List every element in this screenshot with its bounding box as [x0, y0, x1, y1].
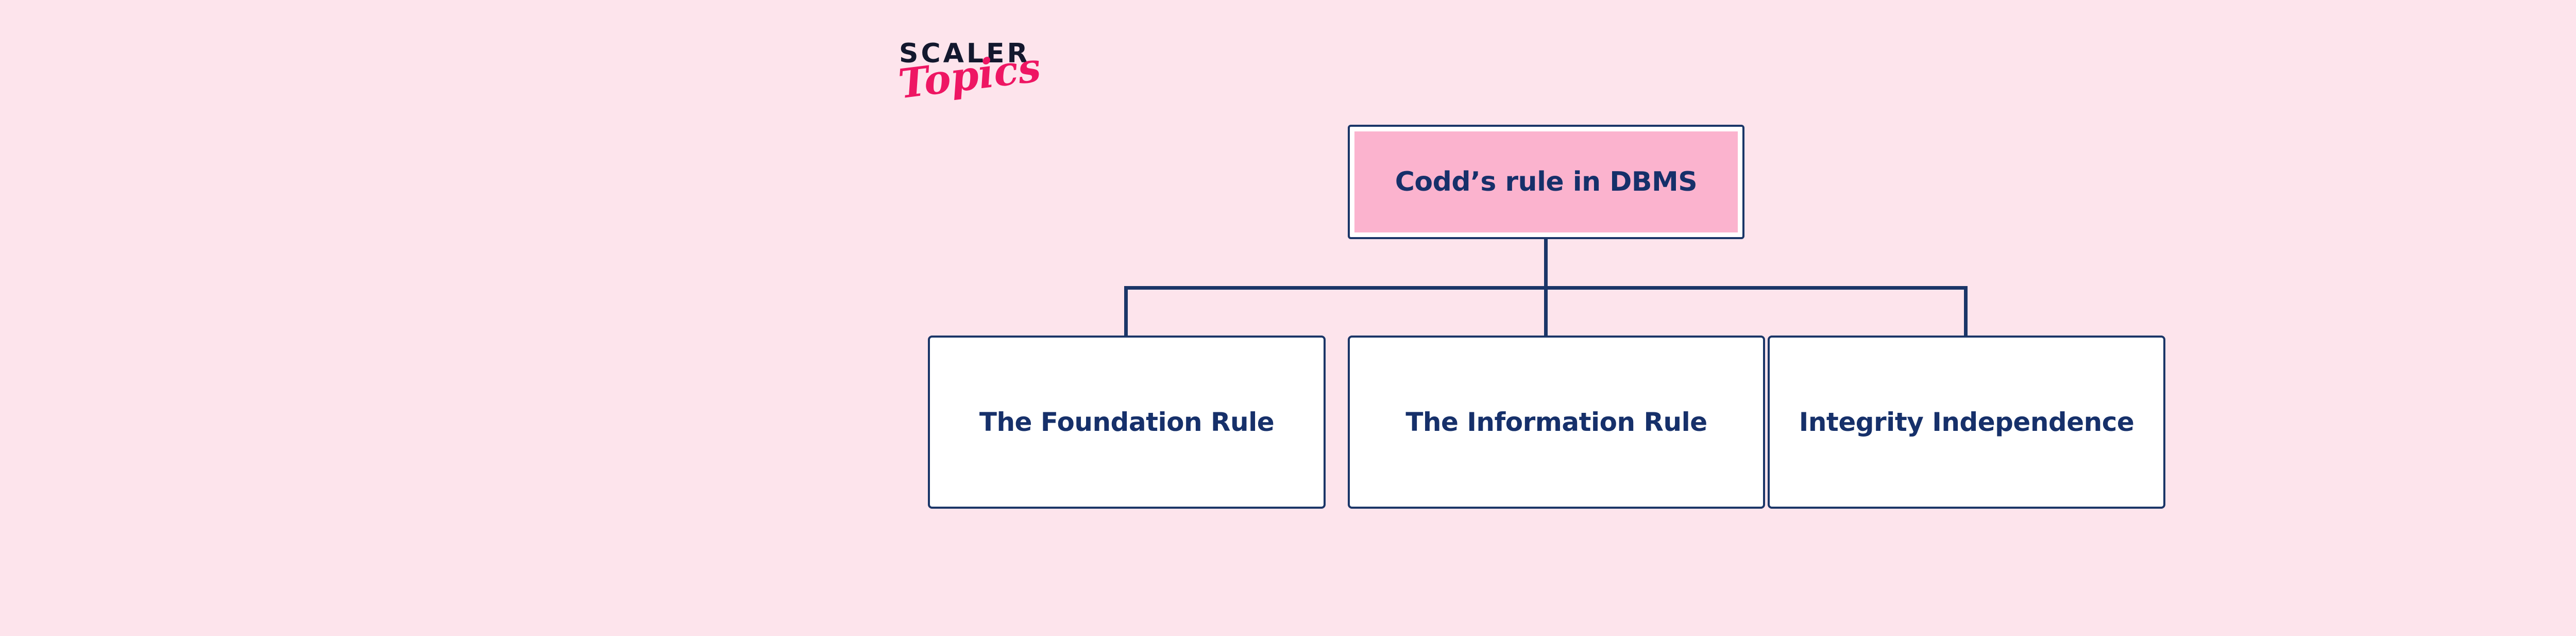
root-node-label: Codd’s rule in DBMS	[1395, 166, 1698, 197]
root-label-strong: DBMS	[1609, 166, 1698, 197]
leaf-node-label: Integrity Independence	[1799, 407, 2134, 437]
connector-drop-middle	[1544, 286, 1548, 338]
connector-root-stem	[1544, 239, 1548, 290]
leaf-node-information-rule: The Information Rule	[1348, 336, 1765, 509]
leaf-node-integrity-independence: Integrity Independence	[1768, 336, 2165, 509]
connector-drop-left	[1124, 286, 1128, 338]
leaf-node-label: The Foundation Rule	[979, 407, 1275, 437]
connector-drop-right	[1964, 286, 1968, 338]
leaf-node-foundation-rule: The Foundation Rule	[928, 336, 1326, 509]
root-label-plain: Codd’s rule in	[1395, 166, 1610, 197]
root-node-fill: Codd’s rule in DBMS	[1354, 131, 1738, 232]
leaf-node-row: The Foundation Rule The Information Rule…	[0, 336, 2576, 511]
root-node: Codd’s rule in DBMS	[1348, 125, 1744, 239]
logo-wordmark: SCALER	[899, 38, 1030, 69]
leaf-node-label: The Information Rule	[1405, 407, 1707, 437]
scaler-topics-logo: SCALER Topics	[896, 40, 1051, 128]
